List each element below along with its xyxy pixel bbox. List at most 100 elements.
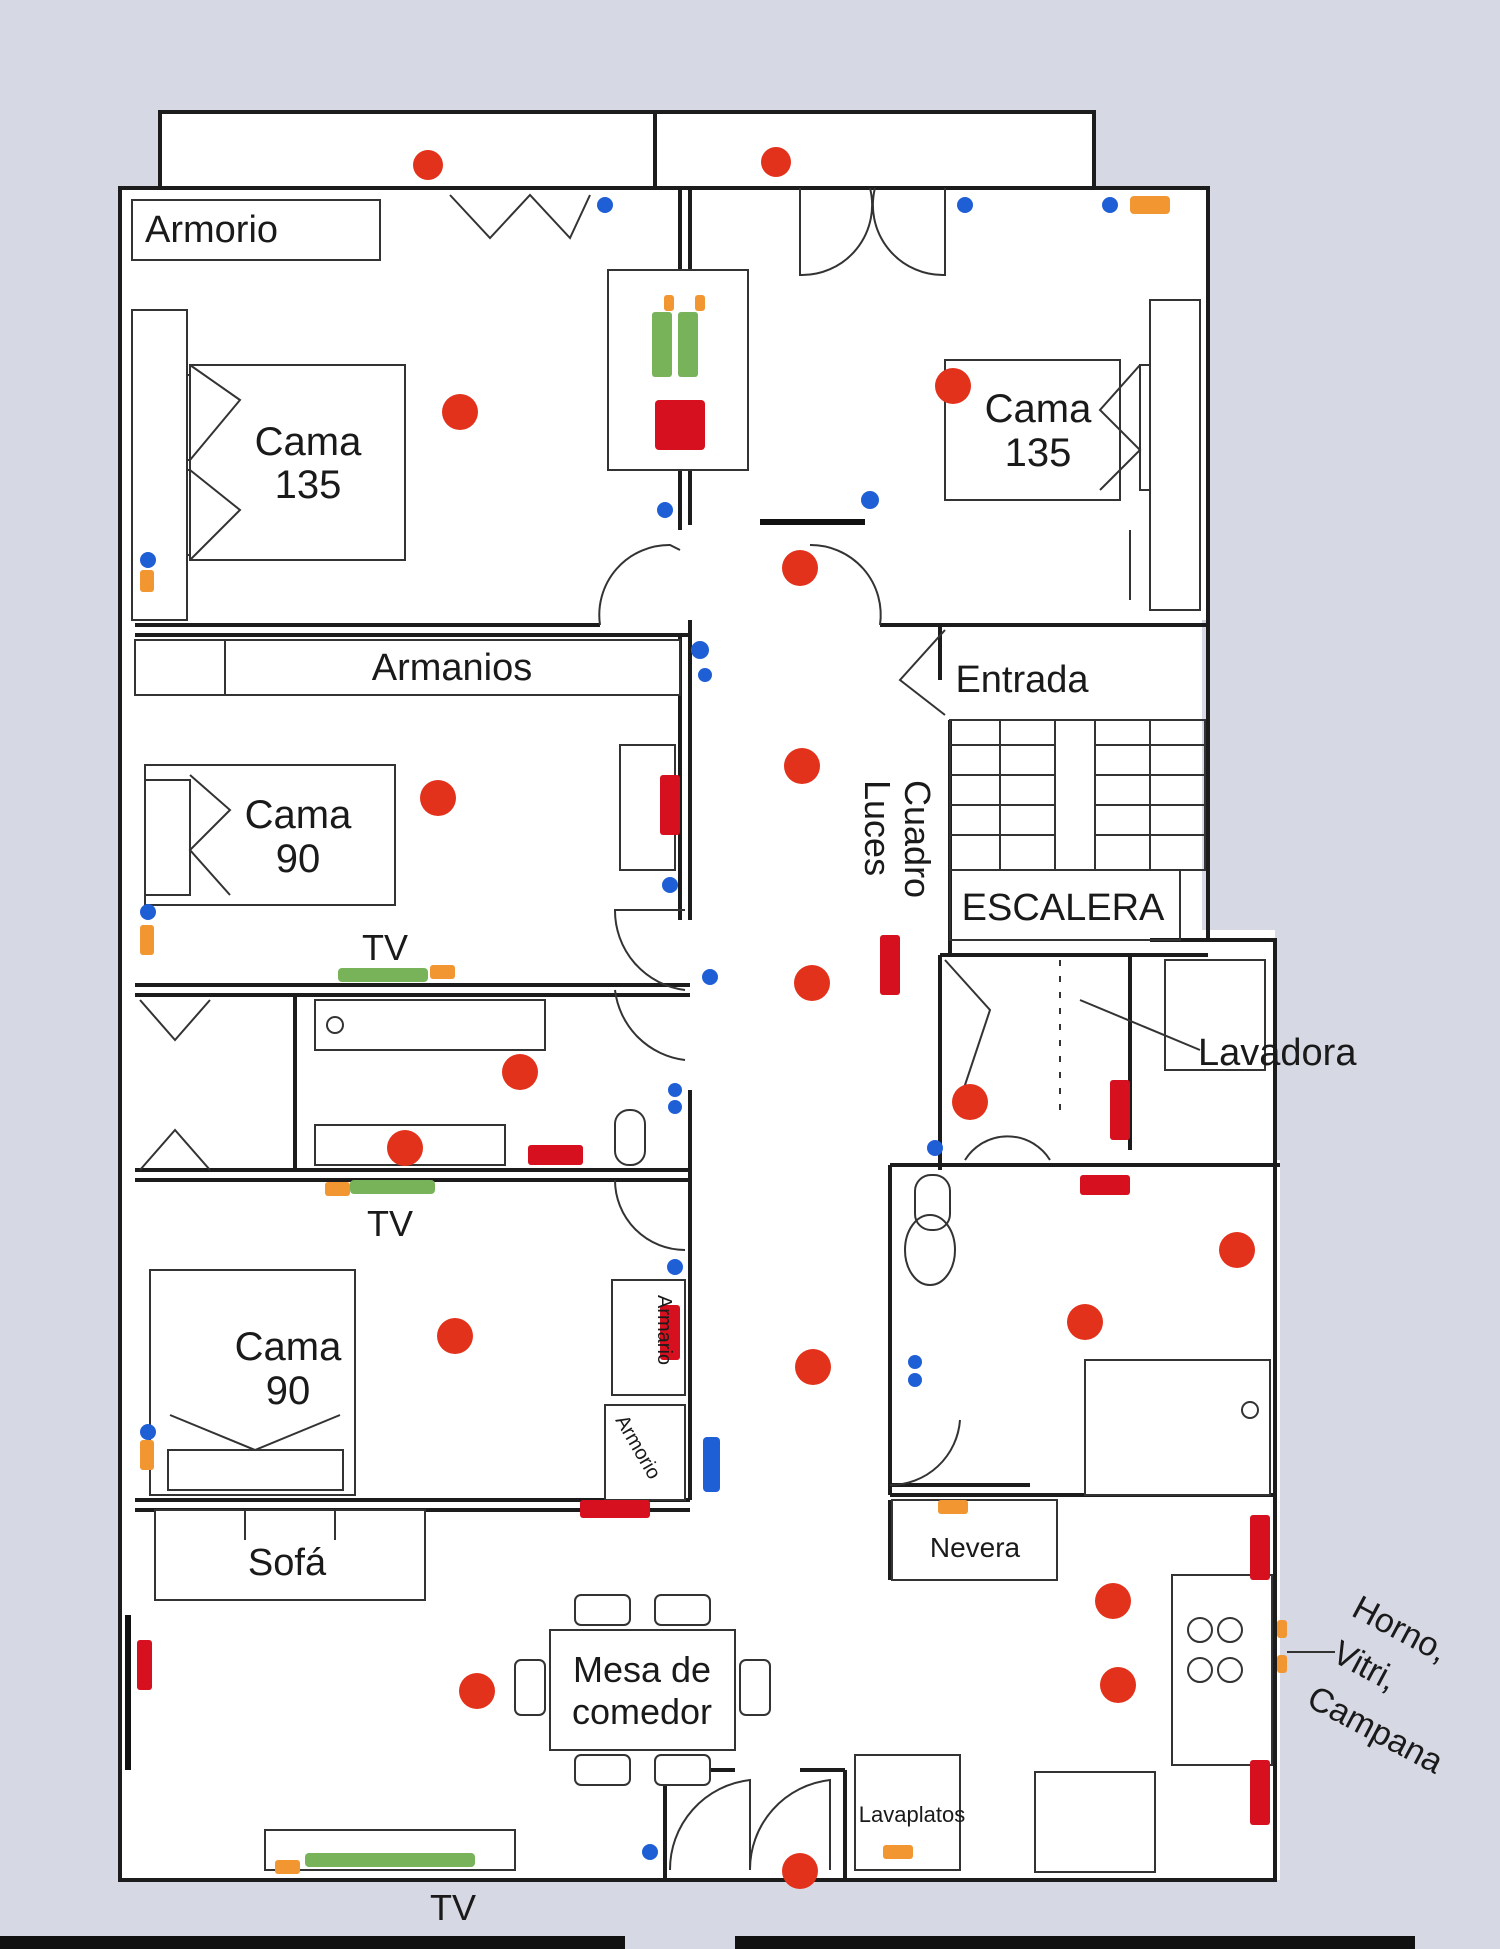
tv-green-icon	[305, 1853, 475, 1867]
red-dot-icon	[794, 965, 830, 1001]
red-dot-icon	[420, 780, 456, 816]
switch-blue-icon	[667, 1259, 683, 1275]
label-mesa-comedor-1: Mesa de	[573, 1649, 711, 1690]
radiator-red-icon	[137, 1640, 152, 1690]
radiator-red-icon	[580, 1500, 650, 1518]
socket-orange-icon	[938, 1500, 968, 1514]
switch-blue-icon	[1102, 197, 1118, 213]
socket-orange-icon	[325, 1182, 350, 1196]
tv-units	[305, 312, 698, 1867]
socket-orange-icon	[883, 1845, 913, 1859]
label-armario-small: Armario	[653, 1295, 675, 1365]
switch-blue-icon	[642, 1844, 658, 1860]
radiator-red-icon	[1110, 1080, 1130, 1140]
ceiling-lights	[387, 147, 1255, 1889]
socket-orange-icon	[1277, 1655, 1287, 1673]
sockets	[140, 196, 1287, 1874]
switch-blue-icon	[861, 491, 879, 509]
switch-blue-icon	[927, 1140, 943, 1156]
nevera-fridge	[891, 1499, 1058, 1581]
label-cama-90-upper-1: Cama	[245, 793, 352, 837]
label-cama-90-lower-2: 90	[266, 1369, 311, 1413]
label-cuadro: Cuadro	[897, 780, 938, 898]
label-escalera: ESCALERA	[962, 887, 1165, 929]
bottom-bar	[0, 1936, 1415, 1949]
label-cama-90-lower-1: Cama	[235, 1325, 342, 1369]
label-tv-bottom: TV	[430, 1887, 476, 1928]
red-dot-icon	[761, 147, 791, 177]
red-dot-icon	[1095, 1583, 1131, 1619]
red-dot-icon	[459, 1673, 495, 1709]
label-tv-middle: TV	[367, 1203, 413, 1244]
switch-blue-icon	[691, 641, 709, 659]
red-dot-icon	[1100, 1667, 1136, 1703]
radiator-red-icon	[528, 1145, 583, 1165]
label-armanios: Armanios	[372, 647, 533, 689]
bed-135-left	[189, 364, 406, 561]
radiators	[137, 400, 1270, 1825]
red-dot-icon	[413, 150, 443, 180]
socket-orange-icon	[430, 965, 455, 979]
socket-orange-icon	[140, 925, 154, 955]
label-tv-upper: TV	[362, 927, 408, 968]
bed-135-right	[944, 359, 1121, 501]
radiator-red-icon	[655, 400, 705, 450]
misc-lines	[125, 519, 1335, 1770]
socket-orange-icon	[1277, 1620, 1287, 1638]
stairs	[949, 719, 1206, 941]
switch-blue-icon	[662, 877, 678, 893]
radiator-red-icon	[1250, 1515, 1270, 1580]
sofa	[154, 1509, 426, 1601]
switch-blue-icon	[140, 904, 156, 920]
label-cama-135-left-2: 135	[275, 463, 342, 507]
doors	[139, 187, 1051, 1871]
radiator-red-icon	[1080, 1175, 1130, 1195]
label-lavaplatos: Lavaplatos	[859, 1802, 965, 1827]
radiator-red-icon	[880, 935, 900, 995]
switches	[140, 197, 1118, 1860]
label-mesa-comedor-2: comedor	[572, 1691, 712, 1732]
tv-green-icon	[678, 312, 698, 377]
armorio-wardrobe	[131, 199, 381, 261]
label-luces: Luces	[857, 780, 898, 876]
label-cama-135-left-1: Cama	[255, 420, 362, 464]
label-campana: Campana	[1301, 1679, 1449, 1782]
red-dot-icon	[782, 550, 818, 586]
red-dot-icon	[1067, 1304, 1103, 1340]
radiator-red-icon	[660, 775, 680, 835]
label-entrada: Entrada	[955, 659, 1089, 701]
switch-blue-icon	[908, 1373, 922, 1387]
red-dot-icon	[442, 394, 478, 430]
red-dot-icon	[935, 368, 971, 404]
switch-blue-icon	[668, 1100, 682, 1114]
switch-blue-icon	[702, 969, 718, 985]
label-sofa: Sofá	[248, 1542, 327, 1584]
red-dot-icon	[437, 1318, 473, 1354]
switch-blue-icon	[140, 1424, 156, 1440]
tv-green-icon	[652, 312, 672, 377]
red-dot-icon	[795, 1349, 831, 1385]
tv-green-icon	[350, 1180, 435, 1194]
label-cama-90-upper-2: 90	[276, 837, 321, 881]
switch-blue-icon	[668, 1083, 682, 1097]
red-dot-icon	[952, 1084, 988, 1120]
switch-blue-icon	[703, 1437, 720, 1492]
label-armorio: Armorio	[145, 209, 278, 251]
switch-blue-icon	[657, 502, 673, 518]
label-lavadora: Lavadora	[1198, 1032, 1357, 1074]
socket-orange-icon	[140, 1440, 154, 1470]
radiator-red-icon	[1250, 1760, 1270, 1825]
red-dot-icon	[784, 748, 820, 784]
red-dot-icon	[502, 1054, 538, 1090]
socket-orange-icon	[1130, 196, 1170, 214]
socket-orange-icon	[140, 570, 154, 592]
radiator-red-icon	[660, 1305, 680, 1360]
label-cama-135-right-2: 135	[1005, 431, 1072, 475]
red-dot-icon	[387, 1130, 423, 1166]
switch-blue-icon	[698, 668, 712, 682]
switch-blue-icon	[140, 552, 156, 568]
switch-blue-icon	[597, 197, 613, 213]
label-cama-135-right-1: Cama	[985, 387, 1092, 431]
dining-table	[549, 1629, 736, 1751]
switch-blue-icon	[957, 197, 973, 213]
